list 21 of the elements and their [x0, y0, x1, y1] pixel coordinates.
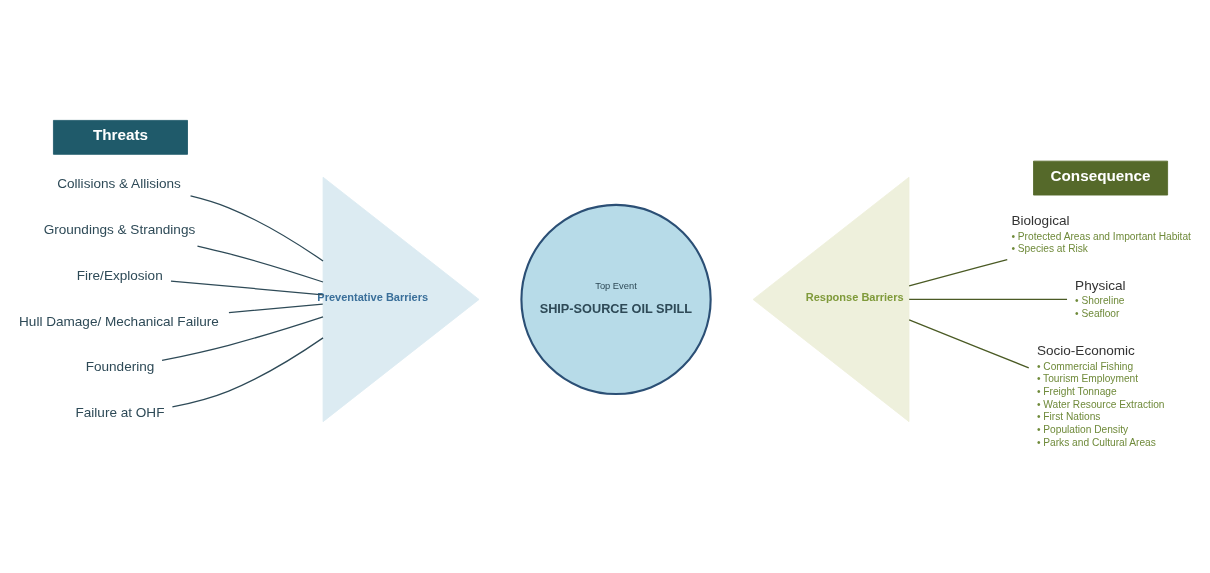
- node-text: Physical • Shoreline • Seafloor: [1075, 277, 1126, 319]
- connector: [196, 245, 324, 283]
- connector: [170, 280, 324, 296]
- connector: [908, 258, 1008, 287]
- node-circle: Top Event SHIP-SOURCE OIL SPILL: [520, 203, 712, 396]
- node-box: Consequence: [1033, 160, 1169, 196]
- connector: [908, 298, 1068, 301]
- node-text: Failure at OHF: [75, 405, 165, 421]
- connector: [161, 316, 324, 362]
- node-text: Groundings & Strandings: [43, 221, 196, 237]
- node-text: Fire/Explosion: [76, 267, 163, 283]
- node-text: Biological • Protected Areas and Important Habitat • Species at Risk: [1011, 213, 1191, 255]
- node-box: Threats: [53, 119, 188, 155]
- node-text: Foundering: [85, 359, 155, 375]
- node-text: Socio-Economic • Commercial Fishing • Tourism Employment • Freight Tonnage • Water Resource Extraction • First Nations • Population Density • Parks and Cultural Areas: [1036, 343, 1165, 448]
- connector: [189, 195, 324, 262]
- node-text: Hull Damage/ Mechanical Failure: [19, 313, 219, 329]
- connector: [228, 303, 324, 314]
- node-text: Collisions & Allisions: [57, 176, 181, 192]
- connector: [908, 319, 1030, 369]
- connector: [171, 337, 324, 408]
